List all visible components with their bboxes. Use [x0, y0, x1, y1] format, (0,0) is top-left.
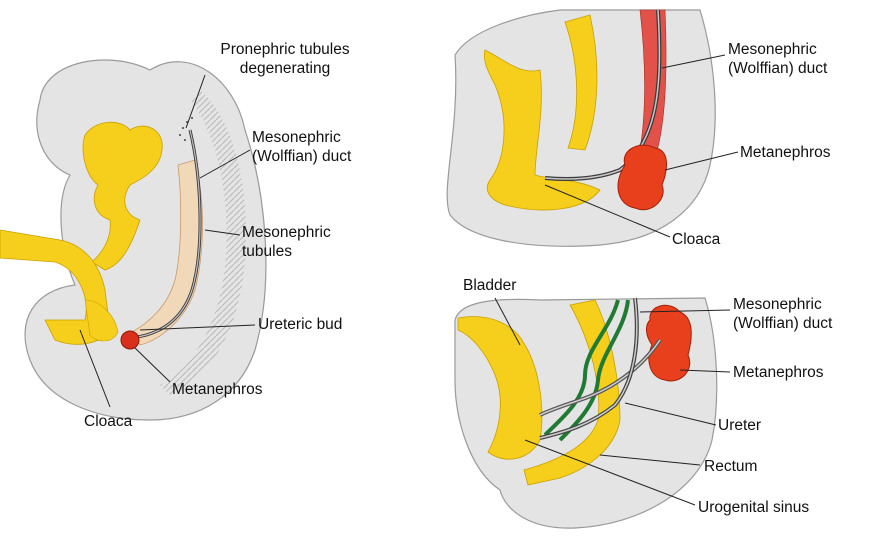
label-left-mesonephric-tubules: Mesonephric tubules: [242, 223, 331, 261]
label-left-metanephros: Metanephros: [172, 380, 262, 399]
top-right-embryo: [447, 10, 715, 246]
label-bladder: Bladder: [463, 276, 516, 295]
left-embryo: [0, 60, 266, 420]
left-metanephros-blob: [121, 331, 139, 349]
label-br-metanephros: Metanephros: [733, 363, 823, 382]
label-tr-mesonephric-duct-line2: (Wolffian) duct: [728, 59, 827, 78]
label-tr-cloaca: Cloaca: [672, 230, 720, 249]
top-right-metanephros-blob: [618, 145, 667, 210]
label-left-cloaca: Cloaca: [84, 412, 132, 431]
label-left-mesonephric-tubules-line2: tubules: [242, 242, 331, 261]
label-tr-metanephros: Metanephros: [740, 143, 830, 162]
bottom-right-embryo: [455, 298, 717, 528]
label-br-mesonephric-duct: Mesonephric (Wolffian) duct: [733, 295, 832, 333]
label-ureter: Ureter: [718, 416, 761, 435]
label-br-mesonephric-duct-line1: Mesonephric: [733, 295, 832, 314]
label-rectum: Rectum: [704, 457, 757, 476]
label-pronephric-tubules-line1: Pronephric tubules: [200, 40, 370, 59]
label-tr-mesonephric-duct-line1: Mesonephric: [728, 40, 827, 59]
label-pronephric-tubules-line2: degenerating: [200, 59, 370, 78]
label-left-mesonephric-duct: Mesonephric (Wolffian) duct: [252, 128, 351, 166]
label-br-mesonephric-duct-line2: (Wolffian) duct: [733, 314, 832, 333]
label-left-mesonephric-duct-line2: (Wolffian) duct: [252, 147, 351, 166]
label-left-mesonephric-duct-line1: Mesonephric: [252, 128, 351, 147]
bottom-right-metanephros-blob: [646, 305, 691, 381]
label-tr-mesonephric-duct: Mesonephric (Wolffian) duct: [728, 40, 827, 78]
label-urogenital-sinus: Urogenital sinus: [698, 498, 809, 517]
label-pronephric-tubules: Pronephric tubules degenerating: [200, 40, 370, 78]
label-left-mesonephric-tubules-line1: Mesonephric: [242, 223, 331, 242]
label-ureteric-bud: Ureteric bud: [258, 315, 342, 334]
